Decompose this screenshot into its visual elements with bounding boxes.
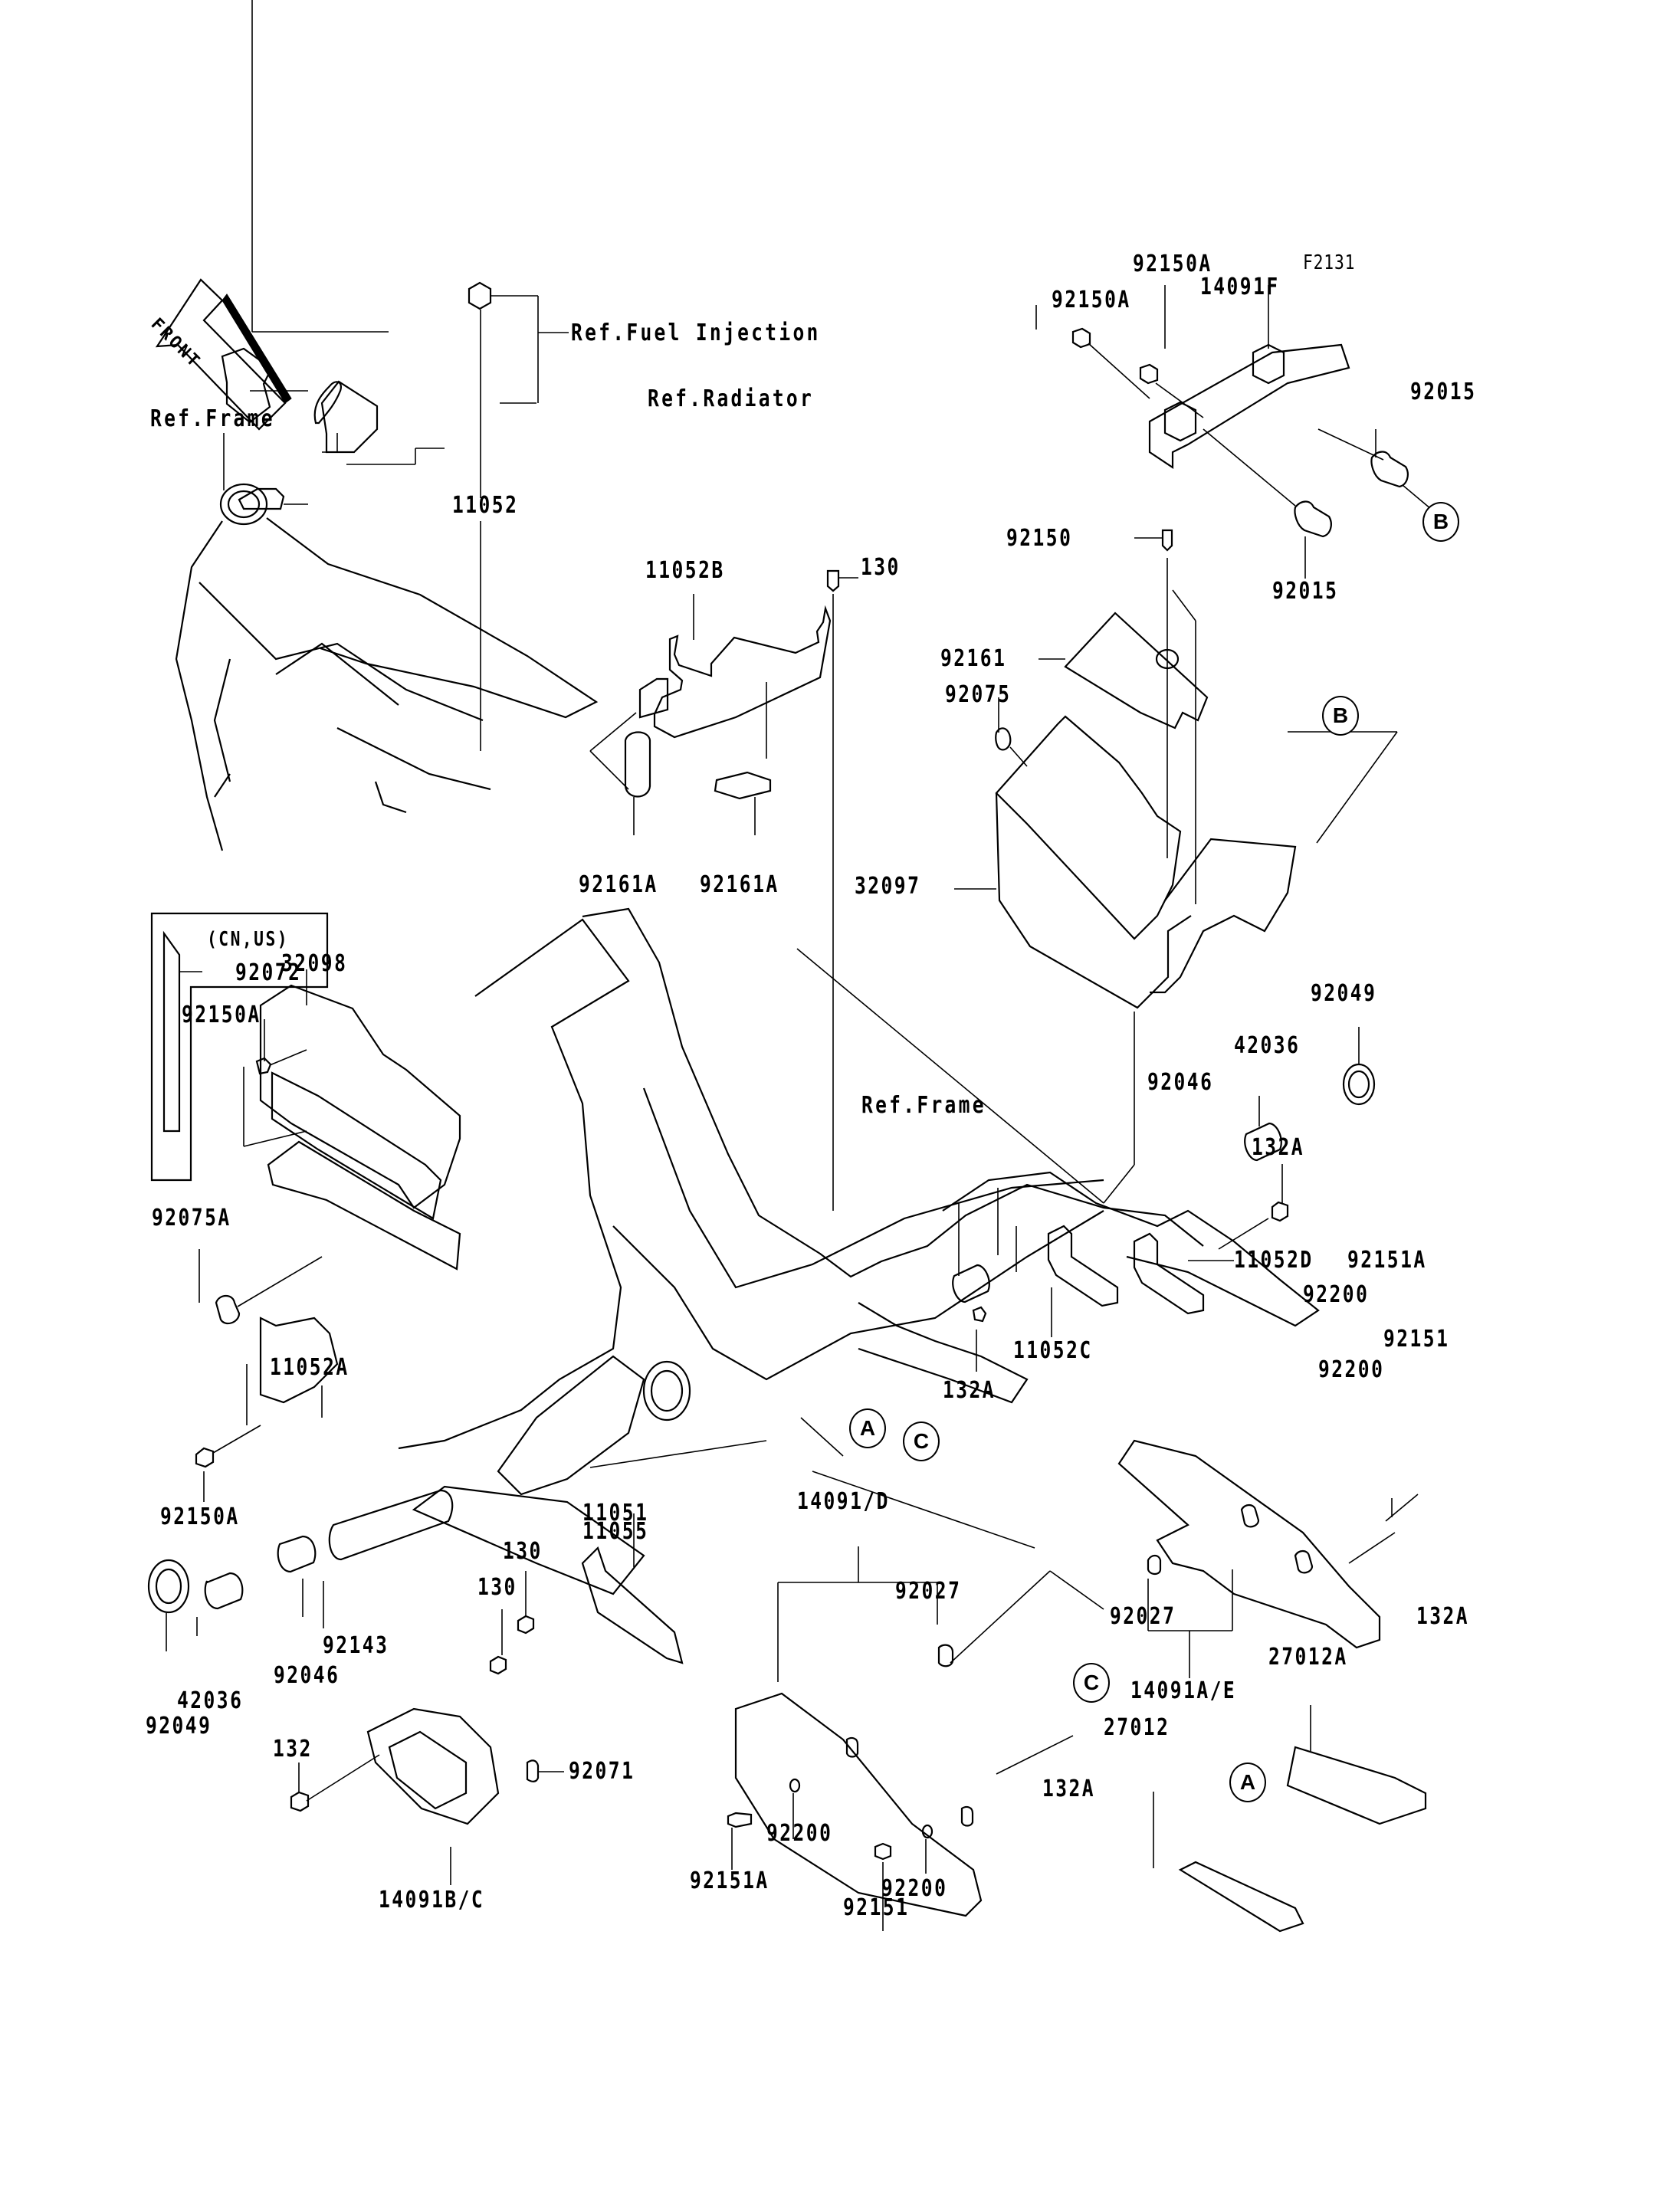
part-label[interactable]: 92072 bbox=[235, 959, 302, 986]
part-label[interactable]: 92150A bbox=[182, 1002, 261, 1028]
part-label[interactable]: 11052D bbox=[1234, 1247, 1314, 1274]
part-label[interactable]: 92161A bbox=[579, 871, 658, 898]
part-label[interactable]: 27012 bbox=[1104, 1714, 1170, 1741]
part-label[interactable]: 11051 bbox=[582, 1500, 649, 1526]
part-label[interactable]: 92150A bbox=[1052, 287, 1131, 313]
callout-c: C bbox=[1073, 1663, 1110, 1703]
battery-case-group bbox=[796, 529, 1398, 1204]
part-label[interactable]: 92046 bbox=[274, 1662, 340, 1689]
part-label[interactable]: 92143 bbox=[323, 1632, 389, 1659]
case-32098-group bbox=[195, 969, 461, 1502]
part-label[interactable]: 92015 bbox=[1410, 379, 1477, 405]
part-label[interactable]: 130 bbox=[477, 1574, 517, 1601]
callout-b: B bbox=[1322, 696, 1359, 736]
part-label[interactable]: 92151A bbox=[690, 1867, 769, 1894]
front-arrow-icon bbox=[155, 278, 292, 431]
part-label[interactable]: 92200 bbox=[881, 1875, 948, 1902]
part-label[interactable]: 27012A bbox=[1268, 1644, 1348, 1671]
part-label[interactable]: 92200 bbox=[1318, 1356, 1385, 1383]
part-label[interactable]: 92075 bbox=[945, 681, 1012, 708]
ref-radiator-label[interactable]: Ref.Radiator bbox=[648, 385, 815, 412]
ref-frame-mid-label[interactable]: Ref.Frame bbox=[861, 1092, 986, 1119]
part-label[interactable]: 132A bbox=[1416, 1603, 1470, 1630]
bracket-11052b-group bbox=[589, 569, 858, 1211]
part-label[interactable]: 92049 bbox=[1311, 980, 1377, 1007]
frame-sketch-top bbox=[175, 433, 599, 851]
part-label[interactable]: 92071 bbox=[569, 1758, 635, 1785]
part-label[interactable]: 11052C bbox=[1013, 1337, 1093, 1364]
main-frame-sketch bbox=[398, 907, 1320, 1595]
ref-fuel-injection-label[interactable]: Ref.Fuel Injection bbox=[571, 320, 821, 346]
callout-c: C bbox=[903, 1421, 940, 1461]
part-label[interactable]: 92015 bbox=[1272, 578, 1339, 605]
part-label[interactable]: 92075A bbox=[152, 1205, 231, 1231]
lower-left-group bbox=[147, 1489, 684, 1885]
part-label[interactable]: 42036 bbox=[177, 1687, 244, 1714]
part-label[interactable]: 92151 bbox=[1383, 1326, 1450, 1353]
region-box-cn-us bbox=[150, 912, 329, 1182]
part-label[interactable]: 32098 bbox=[281, 950, 348, 977]
callout-b: B bbox=[1422, 502, 1459, 542]
part-label[interactable]: 14091/D bbox=[797, 1488, 890, 1515]
region-note-cn-us: (CN,US) bbox=[207, 928, 290, 951]
part-label[interactable]: 92027 bbox=[1110, 1603, 1176, 1630]
part-label[interactable]: 92151A bbox=[1347, 1247, 1427, 1274]
part-label[interactable]: 132A bbox=[1252, 1134, 1305, 1161]
part-label[interactable]: 32097 bbox=[855, 873, 921, 900]
bearing-right-group bbox=[952, 1027, 1376, 1303]
part-label[interactable]: 14091B/C bbox=[379, 1887, 485, 1913]
part-label[interactable]: 14091A/E bbox=[1130, 1677, 1237, 1704]
part-label[interactable]: 92151 bbox=[843, 1894, 910, 1921]
part-label[interactable]: 132 bbox=[273, 1736, 313, 1763]
part-label[interactable]: 92161 bbox=[940, 645, 1007, 672]
part-label[interactable]: 42036 bbox=[1234, 1032, 1301, 1059]
bracket-cover-group bbox=[972, 1225, 1427, 1933]
part-label[interactable]: 130 bbox=[861, 554, 901, 581]
part-label[interactable]: 92049 bbox=[146, 1713, 212, 1740]
part-label[interactable]: 92150A bbox=[160, 1503, 240, 1530]
part-label[interactable]: 92200 bbox=[1303, 1281, 1370, 1308]
part-label[interactable]: 11052A bbox=[270, 1354, 349, 1381]
part-label[interactable]: 92150A bbox=[1133, 251, 1212, 277]
part-label[interactable]: 92200 bbox=[766, 1820, 833, 1847]
cover-14091f-group bbox=[1035, 285, 1442, 579]
sensor-bracket-group bbox=[221, 0, 569, 751]
callout-a: A bbox=[849, 1408, 886, 1448]
part-label[interactable]: 132A bbox=[1042, 1776, 1096, 1802]
callout-a: A bbox=[1229, 1763, 1266, 1802]
cover-14091d-group bbox=[727, 1471, 1104, 1931]
part-label[interactable]: 92027 bbox=[895, 1578, 962, 1605]
part-label[interactable]: 130 bbox=[503, 1538, 543, 1565]
figure-code: F2131 bbox=[1303, 251, 1356, 274]
part-label[interactable]: 14091F bbox=[1200, 274, 1280, 300]
part-label[interactable]: 11052B bbox=[645, 557, 725, 584]
part-label[interactable]: 11055 bbox=[582, 1518, 649, 1545]
part-label[interactable]: 92150 bbox=[1006, 525, 1073, 552]
part-label[interactable]: 92046 bbox=[1147, 1069, 1214, 1096]
part-label[interactable]: 132A bbox=[943, 1377, 996, 1404]
part-label[interactable]: 92161A bbox=[700, 871, 779, 898]
part-label[interactable]: 11052 bbox=[452, 492, 519, 519]
ref-frame-top-label[interactable]: Ref.Frame bbox=[150, 405, 275, 432]
